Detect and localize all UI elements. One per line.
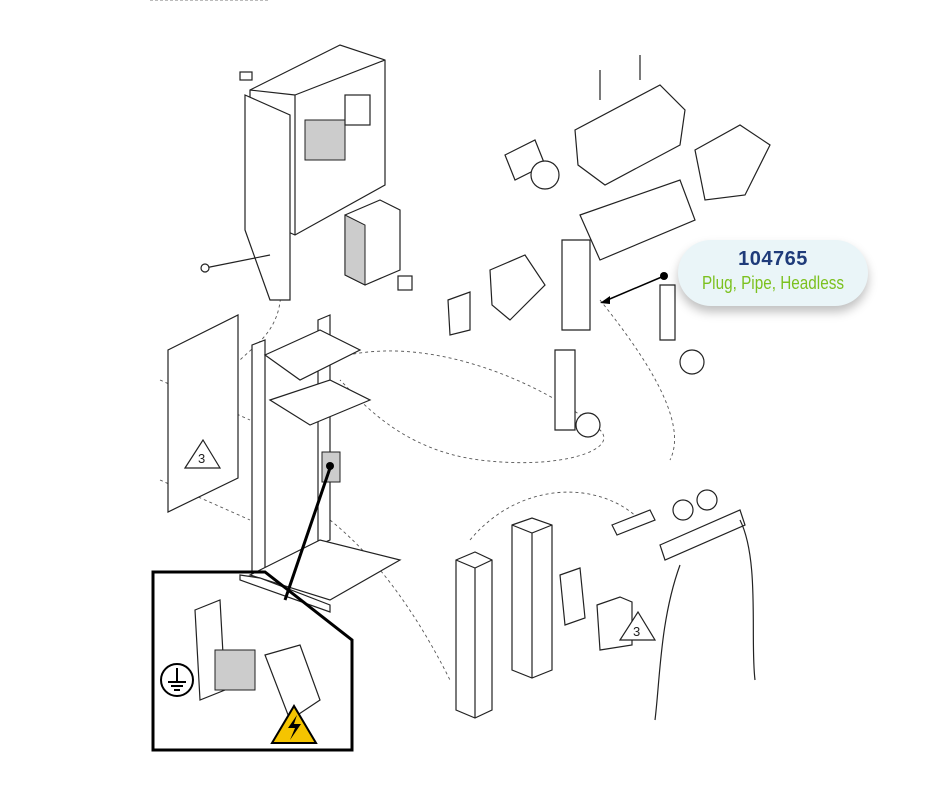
terminal-block[interactable] [559,567,586,626]
column-right[interactable] [511,517,553,679]
warning-triangle-left: 3 [183,438,222,469]
warning-triangle-right: 3 [618,610,657,641]
top-divider [150,0,268,1]
side-panel[interactable] [167,314,239,513]
detail-inset [151,462,354,752]
pump-motor-assembly[interactable] [447,55,771,438]
drive-unit[interactable] [344,199,413,291]
column-left[interactable] [455,551,493,719]
svg-text:3: 3 [633,624,640,639]
ground-icon [160,663,194,697]
part-tooltip: 104765 Plug, Pipe, Headless [678,240,868,306]
gauge-manifold[interactable] [611,489,756,721]
control-box[interactable] [200,44,386,301]
part-number: 104765 [738,248,808,270]
high-voltage-warning-icon [270,704,318,744]
callout-pointer [600,272,668,304]
cover-box[interactable] [596,596,633,651]
part-description: Plug, Pipe, Headless [701,273,845,293]
svg-text:3: 3 [198,451,205,466]
frame-stand[interactable] [239,314,402,613]
